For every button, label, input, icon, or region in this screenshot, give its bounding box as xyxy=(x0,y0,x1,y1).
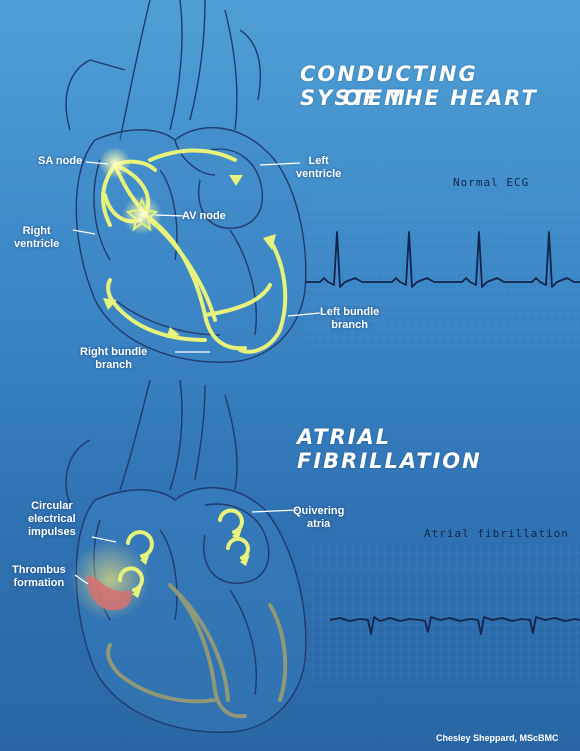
left-ventricle-label-line1: Left xyxy=(308,155,329,167)
leader-lines xyxy=(72,161,321,585)
circular-impulse-arrows xyxy=(118,508,250,592)
right-ventricle-label: Right ventricle xyxy=(14,225,59,251)
circular-label-line2: electrical xyxy=(28,513,76,525)
section1-title-line2: OF THE HEART xyxy=(343,86,538,110)
right-bundle-branch-label: Right bundle branch xyxy=(80,346,147,372)
av-node-label: AV node xyxy=(182,210,226,222)
circular-label-line1: Circular xyxy=(31,500,73,512)
normal-ecg-trace xyxy=(305,231,580,288)
right-ventricle-label-line1: Right xyxy=(22,225,51,237)
normal-ecg-grid xyxy=(305,195,580,350)
afib-ecg-label: Atrial fibrillation xyxy=(424,527,569,540)
conduction-arrowheads xyxy=(103,175,276,338)
thrombus-label-line1: Thrombus xyxy=(12,564,66,576)
afib-ecg-trace xyxy=(329,616,580,635)
thrombus-formation-label: Thrombus formation xyxy=(12,564,66,590)
left-bundle-label-line2: branch xyxy=(331,319,368,331)
circular-label-line3: impulses xyxy=(28,526,76,538)
normal-heart xyxy=(65,0,307,363)
right-ventricle-label-line2: ventricle xyxy=(14,238,60,250)
quivering-atria-label: Quivering atria xyxy=(293,505,344,531)
section1-title-line1: CONDUCTING SYSTEM xyxy=(300,62,478,110)
thrombus xyxy=(86,575,132,611)
right-bundle-label-line1: Right bundle xyxy=(80,346,148,358)
quivering-label-line1: Quivering xyxy=(293,505,345,517)
sa-node-label: SA node xyxy=(38,155,83,167)
credit-text: Chesley Sheppard, MScBMC xyxy=(436,733,559,743)
normal-ecg-label: Normal ECG xyxy=(453,176,530,189)
right-bundle-label-line2: branch xyxy=(95,359,132,371)
section2-title: ATRIAL FIBRILLATION xyxy=(297,425,482,473)
afib-ecg-grid xyxy=(305,545,580,685)
sa-node-glow xyxy=(99,147,131,179)
thrombus-label-line2: formation xyxy=(13,577,65,589)
left-bundle-branch-label: Left bundle branch xyxy=(320,306,379,332)
left-ventricle-label-line2: ventricle xyxy=(296,168,342,180)
left-ventricle-label: Left ventricle xyxy=(296,155,341,181)
circular-impulses-label: Circular electrical impulses xyxy=(28,500,76,539)
muted-pathways xyxy=(106,583,288,719)
av-node-star xyxy=(125,197,159,232)
quivering-label-line2: atria xyxy=(307,518,331,530)
av-node-glow xyxy=(122,195,162,235)
left-bundle-label-line1: Left bundle xyxy=(320,306,380,318)
